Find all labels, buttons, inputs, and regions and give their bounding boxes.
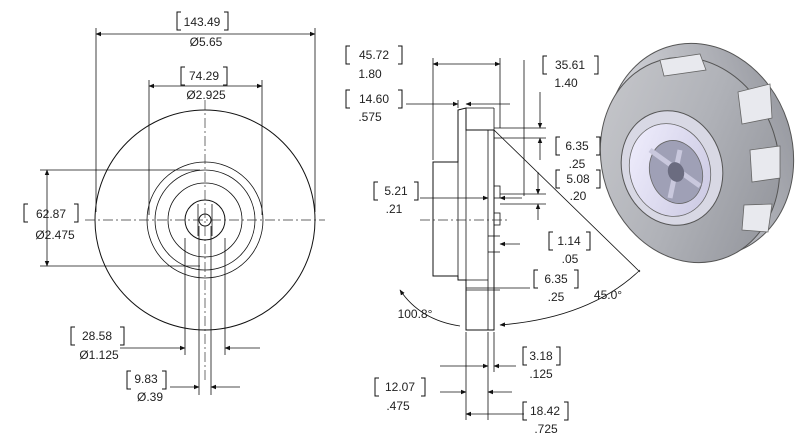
shroud-thickness-in: .125 <box>529 367 553 381</box>
drawing-stroke <box>596 169 601 189</box>
drawing-stroke <box>533 269 538 289</box>
shroud-thickness-mm: 3.18 <box>529 349 553 363</box>
drawing-stroke <box>522 346 527 366</box>
eye-depth-mm: 35.61 <box>555 58 585 72</box>
drawing-stroke <box>74 203 79 223</box>
lip-small-mm: 1.14 <box>557 234 581 248</box>
drawing-stroke <box>70 326 75 346</box>
drawing-stroke <box>23 203 28 223</box>
front-view <box>85 100 325 380</box>
drawing-stroke <box>493 212 501 226</box>
dim-step-depth: 5.21 .21 <box>373 181 522 216</box>
back-step-in: .25 <box>548 290 565 304</box>
dim-outer-dia: 143.49 Ø5.65 <box>95 11 316 212</box>
drawing-stroke <box>176 11 181 31</box>
dim-shaft-dia: 28.58 Ø1.125 <box>70 238 260 362</box>
overall-depth-in: 1.80 <box>358 67 382 81</box>
step-depth-mm: 5.21 <box>384 184 408 198</box>
dim-eye-depth: 35.61 1.40 <box>523 55 599 196</box>
drawing-stroke <box>564 401 569 421</box>
dim-shroud-offset: 14.60 .575 <box>345 89 510 124</box>
drawing-stroke <box>596 136 601 156</box>
drawing-stroke <box>398 89 403 109</box>
hub-total-mm: 18.42 <box>530 404 560 418</box>
outer-dia-in: Ø5.65 <box>190 35 223 49</box>
dim-lip-small: 1.14 .05 <box>499 231 591 266</box>
drawing-stroke <box>555 169 560 189</box>
drawing-stroke <box>180 66 185 86</box>
drawing-stroke <box>224 11 229 31</box>
drawing-stroke <box>374 377 379 397</box>
drawing-stroke <box>548 231 553 251</box>
shaft-dia-in: Ø1.125 <box>79 348 119 362</box>
drawing-stroke <box>373 181 378 201</box>
drawing-stroke <box>555 136 560 156</box>
hub-length-in: .475 <box>386 399 410 413</box>
drawing-stroke <box>499 269 641 327</box>
drawing-stroke <box>493 129 641 273</box>
impeller-profile <box>432 107 495 331</box>
lip-small-in: .05 <box>562 252 579 266</box>
shroud-offset-mm: 14.60 <box>359 92 389 106</box>
drawing-stroke <box>749 145 781 183</box>
drawing-stroke <box>345 45 350 65</box>
dim-hub-total: 18.42 .725 <box>465 401 569 436</box>
vane-angle: 45.0° <box>594 288 622 302</box>
overall-depth-mm: 45.72 <box>359 48 389 62</box>
drawing-stroke <box>556 346 561 366</box>
bore-dia-in: Ø2.925 <box>186 88 226 102</box>
step-depth-in: .21 <box>386 202 403 216</box>
drawing-stroke <box>737 83 773 125</box>
drawing-stroke <box>659 53 707 77</box>
dim-overall-depth: 45.72 1.80 <box>345 45 501 160</box>
drawing-stroke <box>542 55 547 75</box>
dim-key-width: 5.08 .20 <box>500 169 601 220</box>
isometric-render <box>599 42 795 264</box>
drawing-stroke <box>162 370 167 390</box>
shaft-dia-mm: 28.58 <box>82 329 112 343</box>
drawing-stroke <box>522 401 527 421</box>
keyway <box>493 185 501 199</box>
side-view <box>420 107 510 331</box>
hub-total-in: .725 <box>534 422 558 436</box>
drawing-stroke <box>120 326 125 346</box>
angle-annotations: 100.8° 45.0° <box>398 129 641 327</box>
dim-shroud-thickness: 3.18 .125 <box>440 332 561 420</box>
hub-dia-mm: 62.87 <box>36 207 66 221</box>
back-step-mm: 6.35 <box>544 272 568 286</box>
center-hole-mm: 9.83 <box>134 372 158 386</box>
drawing-stroke <box>421 377 426 397</box>
vane-height-mm: 6.35 <box>565 139 589 153</box>
dim-back-step: 6.35 .25 <box>466 269 579 304</box>
drawing-stroke <box>126 370 131 390</box>
drawing-stroke <box>223 66 228 86</box>
drawing-stroke <box>586 231 591 251</box>
key-width-in: .20 <box>570 189 587 203</box>
center-hole-in: Ø.39 <box>137 390 163 404</box>
dim-center-hole: 9.83 Ø.39 <box>126 226 240 404</box>
dim-hub-dia: 62.87 Ø2.475 <box>23 169 200 267</box>
back-angle: 100.8° <box>398 307 433 321</box>
drawing-stroke <box>574 269 579 289</box>
drawing-stroke <box>399 289 461 327</box>
hub-length-mm: 12.07 <box>385 380 415 394</box>
drawing-stroke <box>594 55 599 75</box>
dim-hub-length: 12.07 .475 <box>374 372 512 420</box>
drawing-stroke <box>667 162 685 182</box>
key-width-mm: 5.08 <box>566 172 590 186</box>
outer-dia-mm: 143.49 <box>184 15 221 29</box>
hub-dia-in: Ø2.475 <box>35 228 75 242</box>
shroud-offset-in: .575 <box>358 110 382 124</box>
drawing-stroke <box>398 45 403 65</box>
eye-depth-in: 1.40 <box>554 76 578 90</box>
dim-vane-height: 6.35 .25 <box>494 92 601 171</box>
vane-height-in: .25 <box>569 157 586 171</box>
drawing-stroke <box>741 203 773 233</box>
dim-bore-dia: 74.29 Ø2.925 <box>148 66 263 215</box>
drawing-stroke <box>414 181 419 201</box>
drawing-stroke <box>345 89 350 109</box>
bore-dia-mm: 74.29 <box>189 69 219 83</box>
